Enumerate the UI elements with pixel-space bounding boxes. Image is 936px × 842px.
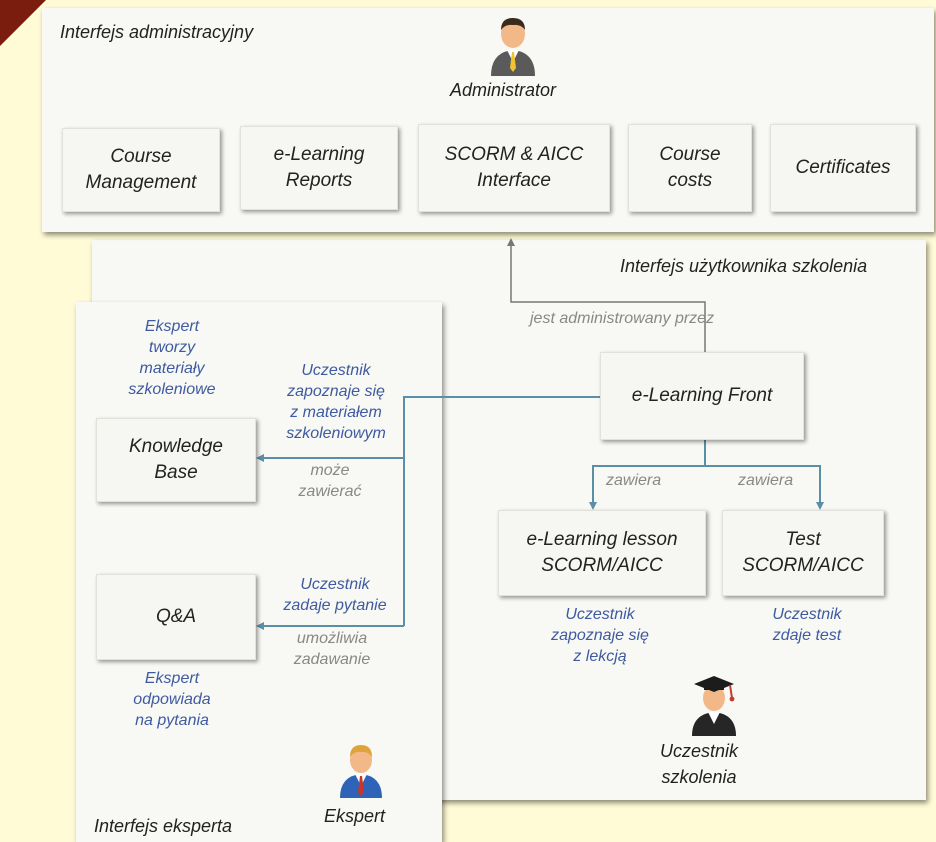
- test-box[interactable]: Test SCORM/AICC: [722, 510, 884, 596]
- administered-by-label: jest administrowany przez: [530, 310, 715, 327]
- graduate-icon: [692, 676, 736, 736]
- course-management-box[interactable]: Course Management: [62, 128, 220, 212]
- expert-interface-panel: [76, 302, 442, 842]
- participant-asks-note: Uczestnik zadaje pytanie: [283, 576, 387, 614]
- user-panel-title: Interfejs użytkownika szkolenia: [620, 256, 868, 276]
- elearning-reports-box[interactable]: e-Learning Reports: [240, 126, 398, 210]
- elearning-lesson-box[interactable]: e-Learning lesson SCORM/AICC: [498, 510, 706, 596]
- corner-decoration: [0, 0, 46, 46]
- contains-test-line: [705, 465, 824, 510]
- knowledge-base-box[interactable]: Knowledge Base: [96, 418, 256, 502]
- lesson-note: Uczestnik zapoznaje się z lekcją: [551, 606, 649, 665]
- expert-answers-note: Ekspert odpowiada na pytania: [133, 670, 211, 729]
- expert-panel-title: Interfejs eksperta: [94, 816, 233, 836]
- expert-creates-note: Ekspert tworzy materiały szkoleniowe: [128, 318, 216, 398]
- expert-icon: [340, 745, 382, 798]
- qa-box[interactable]: Q&A: [96, 574, 256, 660]
- left-margin: [0, 0, 28, 835]
- contains-left-label: zawiera: [606, 472, 662, 489]
- participant-reads-note: Uczestnik zapoznaje się z materiałem szk…: [286, 362, 386, 442]
- administered-by-line: [507, 238, 706, 352]
- elearning-front-box[interactable]: e-Learning Front: [600, 352, 804, 440]
- admin-actor-label: Administrator: [450, 80, 557, 100]
- expert-actor-label: Ekspert: [324, 806, 386, 826]
- admin-panel-title: Interfejs administracyjny: [60, 22, 254, 42]
- contains-right-label: zawiera: [738, 472, 794, 489]
- scorm-aicc-interface-box[interactable]: SCORM & AICC Interface: [418, 124, 610, 212]
- enables-asking-label: umożliwia zadawanie: [293, 630, 371, 668]
- test-note: Uczestnik zdaje test: [772, 606, 842, 644]
- businessman-icon: [491, 18, 535, 76]
- participant-actor-label: Uczestnik szkolenia: [660, 741, 739, 787]
- front-to-expert-line: [403, 396, 600, 626]
- may-contain-label: może zawierać: [298, 462, 362, 500]
- certificates-box[interactable]: Certificates: [770, 124, 916, 212]
- course-costs-box[interactable]: Course costs: [628, 124, 752, 212]
- contains-lesson-line: [589, 440, 706, 510]
